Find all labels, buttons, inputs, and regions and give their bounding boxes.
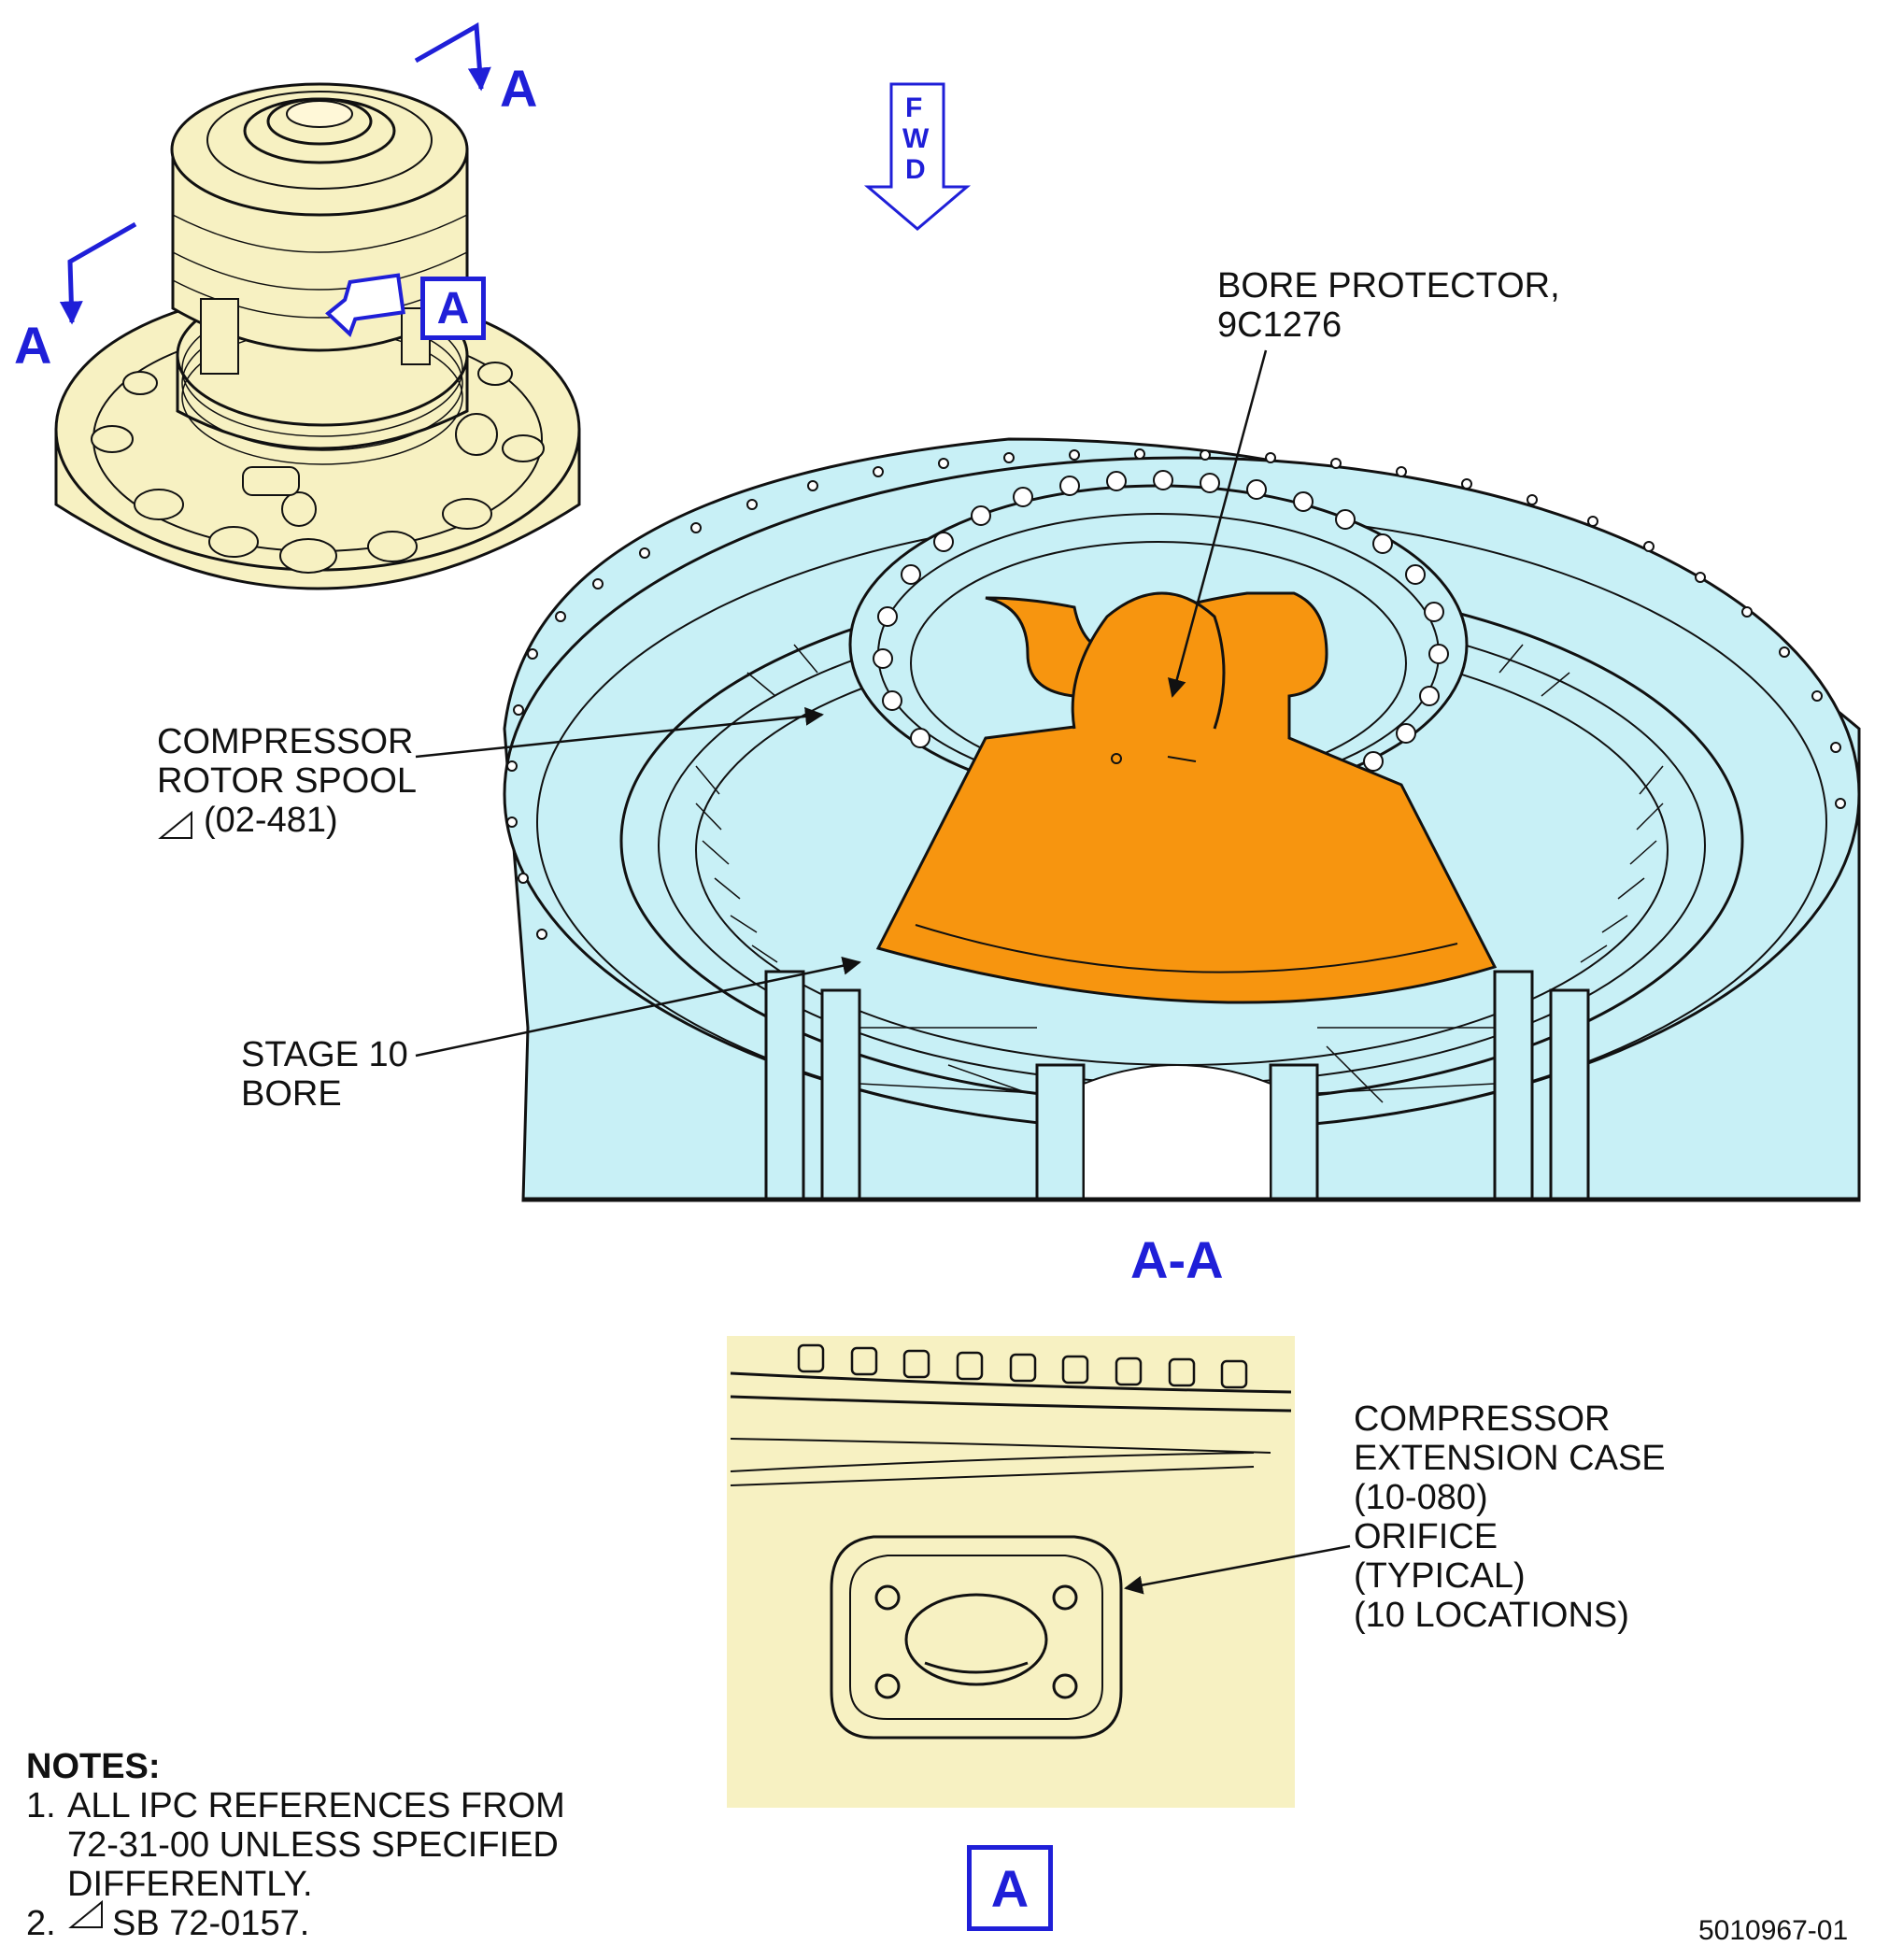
callout-spool-line1: COMPRESSOR bbox=[157, 722, 414, 761]
notes-block: NOTES: 1. ALL IPC REFERENCES FROM 72-31-… bbox=[26, 1747, 565, 1943]
view-a-callout-box: A bbox=[420, 277, 486, 340]
section-mark-a-top: A bbox=[500, 59, 538, 118]
note-1-line3: DIFFERENTLY. bbox=[67, 1865, 313, 1904]
flange-bolt-holes bbox=[506, 448, 1846, 940]
callout-ext-line2: EXTENSION CASE bbox=[1354, 1439, 1666, 1478]
callout-bore-protector: BORE PROTECTOR, 9C1276 bbox=[1217, 266, 1560, 345]
note-number: 1. bbox=[26, 1786, 56, 1825]
note-item-1: 1. ALL IPC REFERENCES FROM 72-31-00 UNLE… bbox=[26, 1786, 565, 1904]
section-cut-line bbox=[59, 21, 491, 325]
orifice-screws bbox=[874, 1584, 1078, 1699]
fwd-label-w: W bbox=[902, 123, 930, 154]
callout-spool-line2: ROTOR SPOOL bbox=[157, 761, 418, 801]
leader-lines bbox=[415, 349, 1351, 1595]
callout-ext-line6: (10 LOCATIONS) bbox=[1354, 1596, 1629, 1635]
fwd-label-f: F bbox=[905, 92, 923, 123]
callout-stage10-bore: STAGE 10 BORE bbox=[241, 1035, 408, 1114]
callout-compressor-rotor-spool: COMPRESSOR ROTOR SPOOL (02-481) bbox=[157, 722, 417, 840]
callout-stage10-line1: STAGE 10 bbox=[241, 1035, 408, 1074]
callout-ext-line5: (TYPICAL) bbox=[1354, 1556, 1526, 1596]
view-a-arrow-icon bbox=[325, 273, 405, 338]
callout-bore-protector-line2: 9C1276 bbox=[1217, 305, 1342, 345]
detail-bolts bbox=[797, 1343, 1248, 1389]
fwd-arrow-icon bbox=[863, 82, 972, 231]
view-title-section-a-a: A-A bbox=[1130, 1230, 1224, 1289]
section-walls bbox=[764, 970, 1590, 1202]
note-item-2: 2. SB 72-0157. bbox=[26, 1904, 565, 1943]
callout-ext-line4: ORIFICE bbox=[1354, 1517, 1498, 1556]
engine-isometric-view bbox=[54, 82, 581, 590]
effectivity-triangle-icon-note bbox=[68, 1899, 103, 1928]
stator-vanes bbox=[695, 644, 1664, 963]
callout-extension-case: COMPRESSOR EXTENSION CASE (10-080) ORIFI… bbox=[1354, 1399, 1666, 1635]
notes-title: NOTES: bbox=[26, 1747, 161, 1786]
note-1-line1: ALL IPC REFERENCES FROM bbox=[67, 1786, 565, 1825]
detail-a-view bbox=[727, 1336, 1295, 1808]
note-number: 2. bbox=[26, 1904, 56, 1943]
section-mark-a-left: A bbox=[14, 316, 52, 375]
note-2-line1: SB 72-0157. bbox=[112, 1904, 310, 1943]
effectivity-triangle-icon bbox=[158, 810, 192, 839]
callout-spool-line3: (02-481) bbox=[204, 801, 338, 840]
fwd-label-d: D bbox=[905, 154, 926, 185]
callout-ext-line1: COMPRESSOR bbox=[1354, 1399, 1611, 1439]
figure-number: 5010967-01 bbox=[1698, 1915, 1849, 1946]
note-1-line2: 72-31-00 UNLESS SPECIFIED bbox=[67, 1825, 559, 1865]
view-title-detail-a: A bbox=[967, 1845, 1053, 1931]
callout-bore-protector-line1: BORE PROTECTOR, bbox=[1217, 266, 1560, 305]
orifice-hole bbox=[904, 1593, 1048, 1686]
spool-bolts bbox=[873, 470, 1449, 772]
callout-ext-line3: (10-080) bbox=[1354, 1478, 1488, 1517]
callout-stage10-line2: BORE bbox=[241, 1074, 342, 1114]
